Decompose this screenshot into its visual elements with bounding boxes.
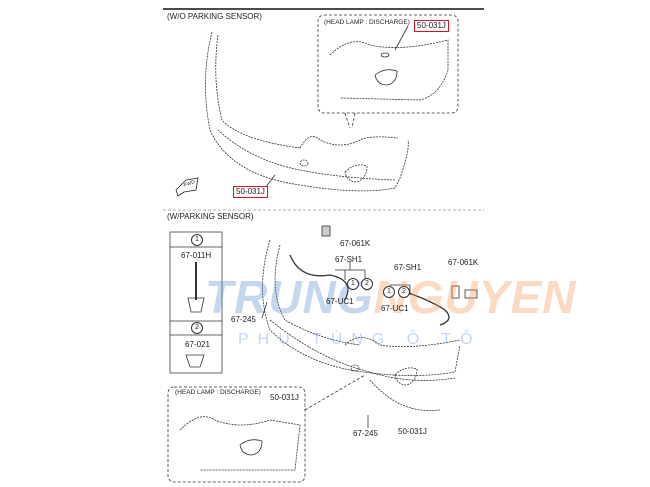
legend-num-2: 2: [191, 322, 203, 334]
part-label-inset-bottom[interactable]: 50-031J: [270, 393, 299, 402]
part-label-bumper-top[interactable]: 50-031J: [233, 186, 268, 198]
part-label-67-061k-right[interactable]: 67-061K: [448, 258, 479, 267]
circle-num-2-right: 2: [398, 286, 410, 298]
part-label-67-061k-left[interactable]: 67-061K: [340, 239, 371, 248]
front-bumper-bottom: [262, 239, 461, 411]
circle-num-2-left: 2: [361, 278, 373, 290]
inset-box-top: [317, 14, 459, 114]
circle-num-1-right: 1: [383, 286, 395, 298]
legend-part-1[interactable]: 67-011H: [181, 251, 212, 260]
part-label-67-uc1-left[interactable]: 67-UC1: [326, 297, 354, 306]
legend-num-1: 1: [191, 234, 203, 246]
section-title-with-sensor: (W/PARKING SENSOR): [167, 212, 254, 221]
part-label-67-245-left[interactable]: 67-245: [231, 315, 256, 324]
part-label-67-sh1-right[interactable]: 67-SH1: [394, 263, 422, 272]
circle-num-1-left: 1: [347, 278, 359, 290]
watermark-brand-a: TRUNG: [205, 271, 374, 323]
front-bumper-top: [205, 31, 409, 192]
inset-box-bottom: [167, 386, 306, 483]
part-label-67-245-bottom[interactable]: 67-245: [353, 429, 378, 438]
section-title-without-sensor: (W/O PARKING SENSOR): [167, 12, 262, 21]
part-label-67-uc1-right[interactable]: 67-UC1: [381, 304, 409, 313]
inset-title-top: (HEAD LAMP : DISCHARGE): [324, 19, 410, 26]
part-label-inset-top[interactable]: 50-031J: [414, 20, 449, 32]
part-label-bumper-bottom[interactable]: 50-031J: [398, 427, 427, 436]
watermark-brand: TRUNGNGUYEN: [205, 270, 576, 324]
legend-part-2[interactable]: 67-021: [185, 340, 210, 349]
inset-title-bottom: (HEAD LAMP : DISCHARGE): [175, 389, 261, 396]
part-label-67-sh1-left[interactable]: 67-SH1: [335, 255, 363, 264]
watermark-tagline: PHỤ TÙNG Ô TÔ: [238, 331, 482, 348]
